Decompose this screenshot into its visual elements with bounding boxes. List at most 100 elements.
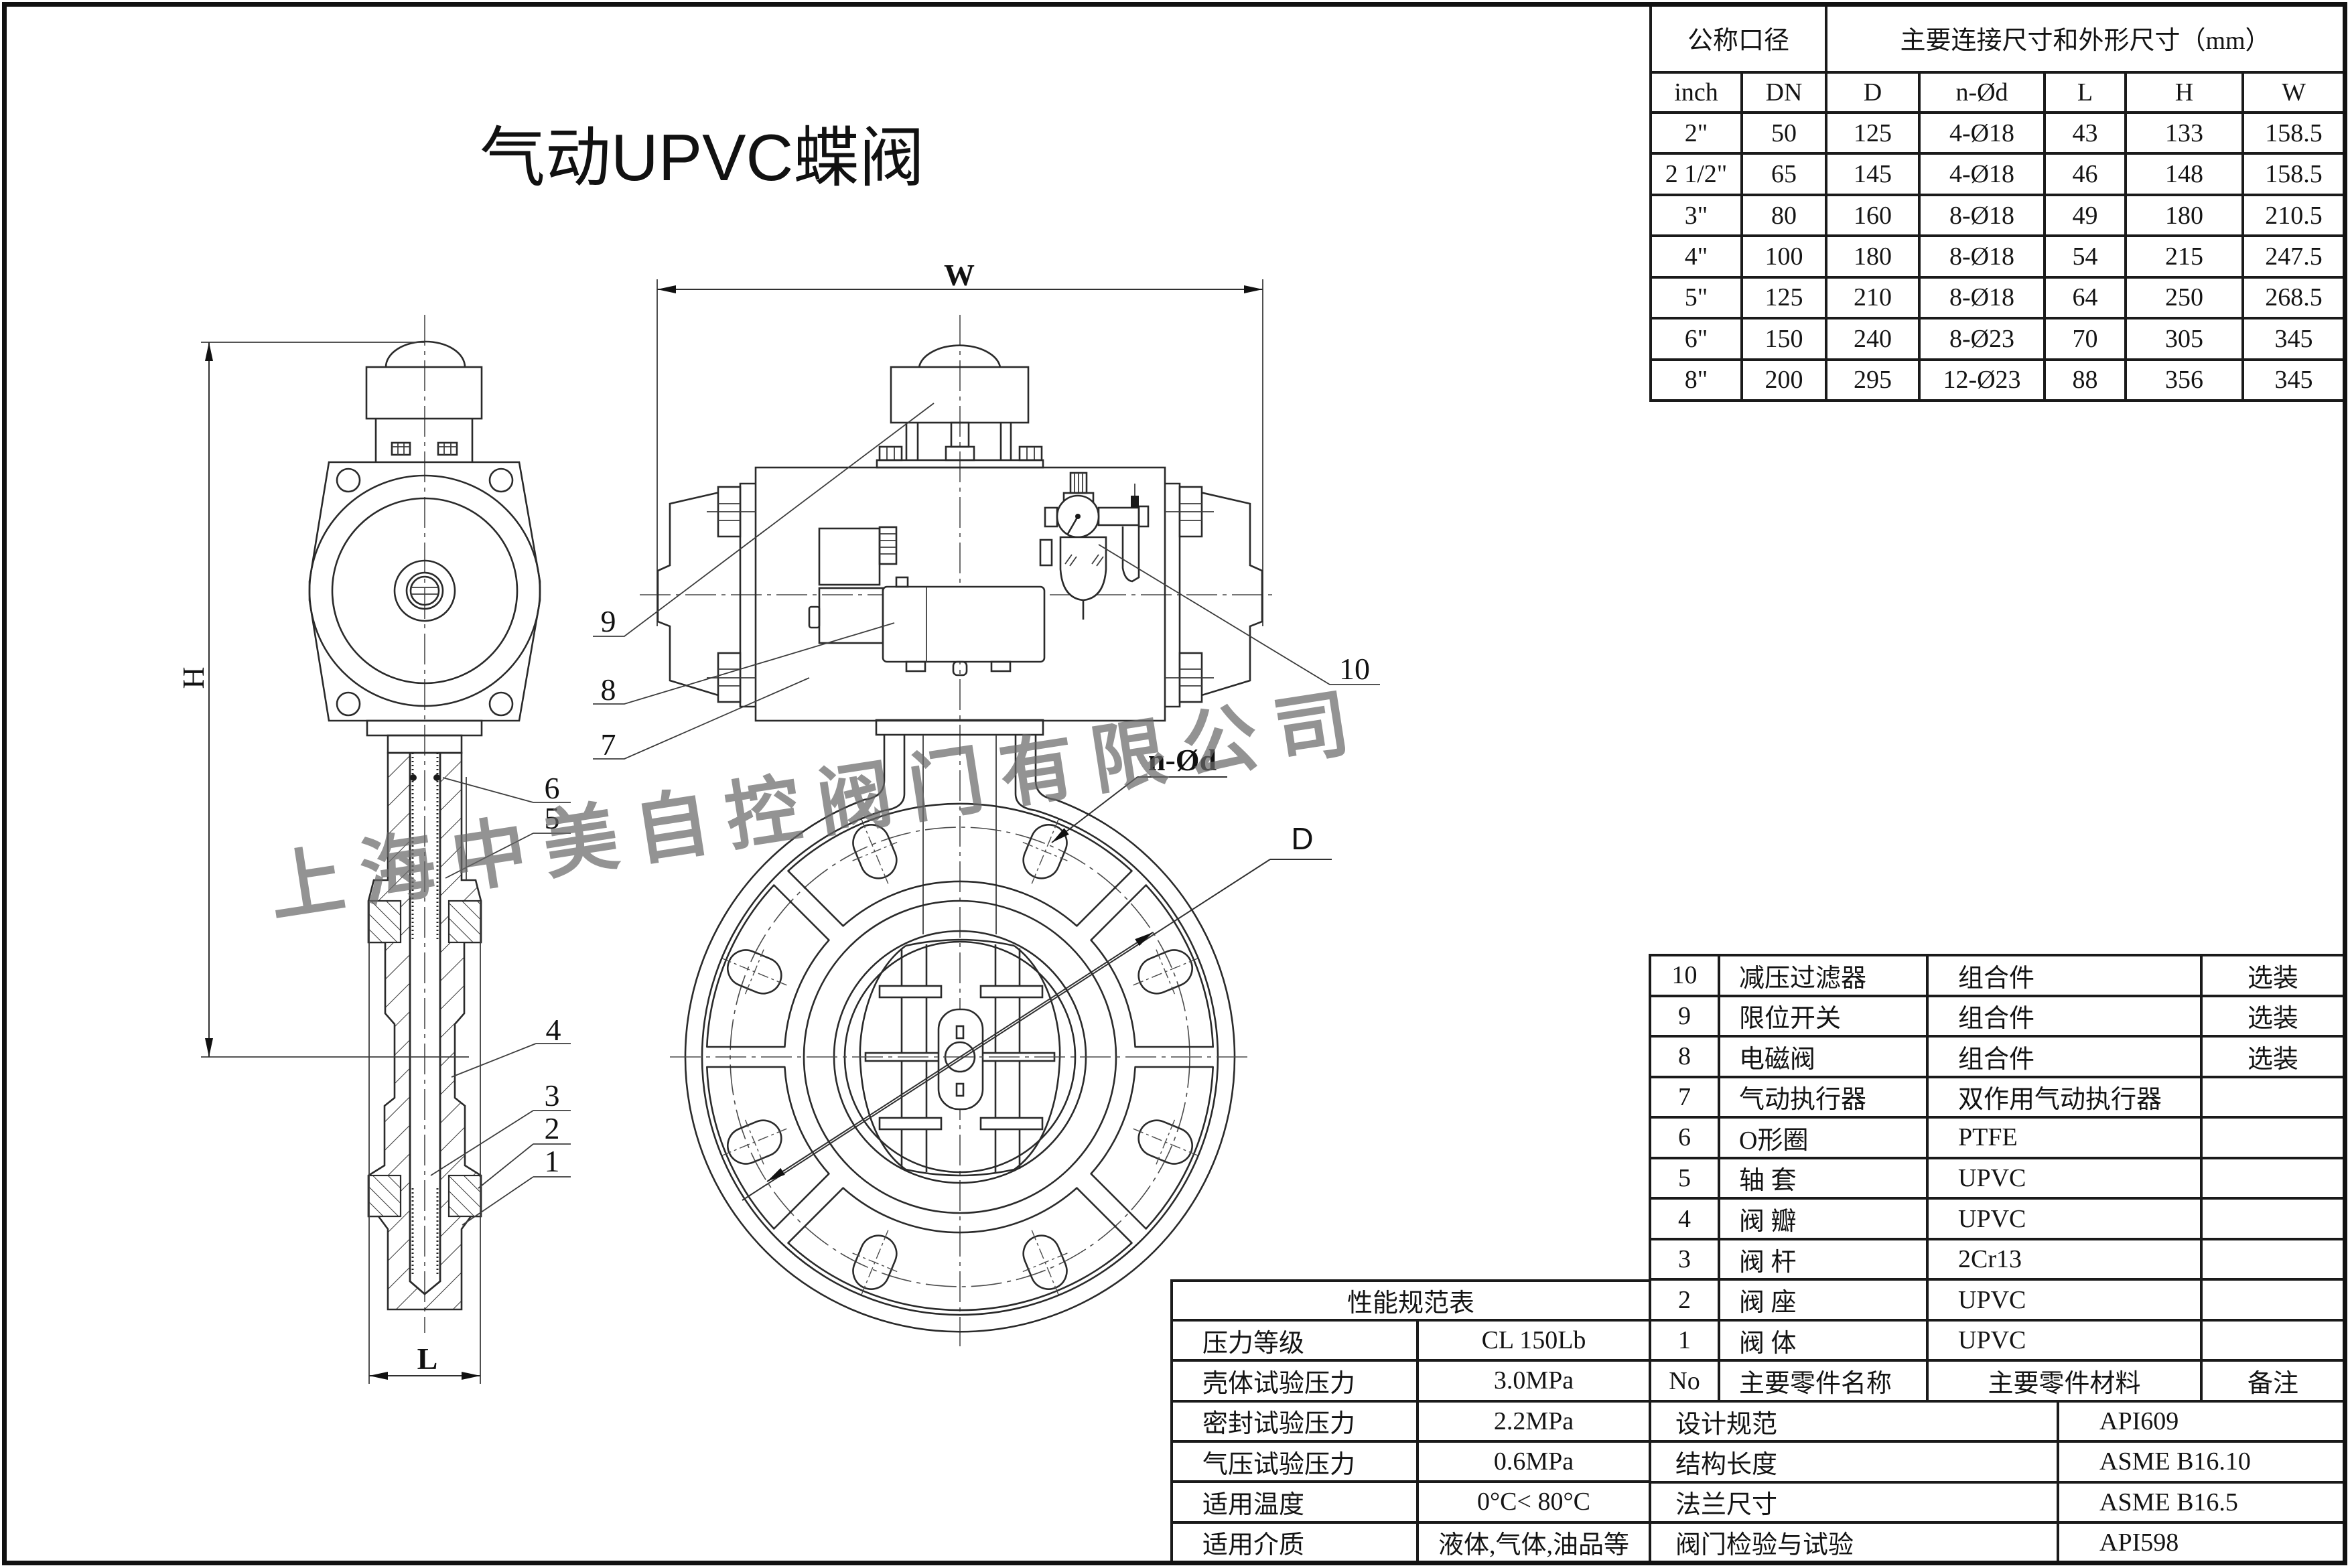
- cell-w: 158.5: [2244, 114, 2346, 155]
- flange-pocket: [706, 1066, 830, 1230]
- leader-line: [462, 1176, 571, 1226]
- part-name: 阀 体: [1720, 1321, 1929, 1362]
- cell-dn: 65: [1743, 155, 1827, 196]
- dimension-l: L: [368, 901, 481, 1384]
- cell-bolt-holes: 8-Ø18: [1921, 196, 2046, 238]
- part-no: 4: [1651, 1200, 1720, 1240]
- mounting-hole: [488, 468, 514, 493]
- column-header-dn: DN: [1743, 74, 1827, 114]
- parts-header-remark: 备注: [2203, 1362, 2346, 1403]
- dimension-label-d: D: [1291, 821, 1313, 856]
- bolt-hole-slot: [1022, 1230, 1068, 1295]
- leader-line: [593, 677, 810, 760]
- cell-dn: 150: [1743, 319, 1827, 361]
- cell-dn: 100: [1743, 237, 1827, 279]
- cell-w: 210.5: [2244, 196, 2346, 238]
- upper-seat-ring-right: [447, 900, 482, 944]
- side-view: H L 6 5 4 3 2: [176, 315, 571, 1384]
- cell-w: 247.5: [2244, 237, 2346, 279]
- cell-w: 345: [2244, 360, 2346, 402]
- flange-outer-rim: [684, 798, 1236, 1333]
- part-material: 双作用气动执行器: [1929, 1078, 2203, 1119]
- part-material: UPVC: [1929, 1200, 2203, 1240]
- leader-line: [593, 403, 935, 637]
- bolt-hole-slot: [852, 818, 898, 884]
- limit-switch-housing: [365, 366, 483, 420]
- manual-override-knob: [808, 605, 821, 629]
- balloon-4: 4: [451, 1013, 571, 1078]
- standard-label: 结构长度: [1651, 1443, 2059, 1484]
- disc-bar: [878, 985, 943, 999]
- header-main-dimensions: 主要连接尺寸和外形尺寸（mm）: [1827, 5, 2346, 74]
- part-name: 气动执行器: [1720, 1078, 1929, 1119]
- filter-regulator: [1039, 472, 1150, 620]
- balloon-label: 3: [545, 1078, 560, 1113]
- part-remark-empty: [2203, 1200, 2346, 1240]
- actuator-end-cap-outer: [308, 474, 541, 707]
- part-material: 组合件: [1929, 1038, 2203, 1078]
- exhaust-port: [905, 660, 926, 672]
- bracket-bolt: [391, 441, 411, 456]
- bracket-bolt: [878, 445, 903, 461]
- cell-bolt-holes: 4-Ø18: [1921, 114, 2046, 155]
- column-header-l: L: [2046, 74, 2127, 114]
- cell-h: 180: [2127, 196, 2244, 238]
- part-remark: 选装: [2203, 997, 2346, 1038]
- performance-value: CL 150Lb: [1419, 1322, 1651, 1362]
- balloon-8: 8: [593, 622, 895, 707]
- part-remark-empty: [2203, 1159, 2346, 1200]
- body-neck-outer: [863, 735, 1056, 801]
- bolt-hole-centerline: [852, 1253, 898, 1273]
- performance-table-title: 性能规范表: [1173, 1282, 1651, 1322]
- balloon-label: 6: [545, 771, 560, 805]
- balloon-label: 1: [545, 1144, 560, 1178]
- dimension-label-h: H: [176, 666, 210, 689]
- cell-h: 356: [2127, 360, 2244, 402]
- cell-w: 345: [2244, 319, 2346, 361]
- mounting-hole: [488, 691, 514, 717]
- leader-line: [445, 833, 571, 879]
- standard-label: 阀门检验与试验: [1651, 1523, 2059, 1564]
- performance-label: 壳体试验压力: [1173, 1362, 1419, 1403]
- balloon-3: 3: [430, 1078, 571, 1176]
- leader-line: [478, 1143, 571, 1189]
- bolt-hole-slot: [1022, 818, 1068, 884]
- bolt-hole-centerline: [852, 841, 898, 861]
- part-name: 阀 杆: [1720, 1240, 1929, 1281]
- leader-line: [451, 1043, 571, 1078]
- dimension-bolt-holes: n-Ød: [1051, 743, 1227, 843]
- balloon-5: 5: [445, 801, 571, 879]
- flange-pocket: [787, 1187, 1133, 1311]
- cell-bolt-holes: 8-Ø18: [1921, 278, 2046, 320]
- performance-table: 性能规范表 压力等级 CL 150Lb 壳体试验压力 3.0MPa 密封试验压力…: [1170, 1279, 1651, 1564]
- cell-h: 215: [2127, 237, 2244, 279]
- cell-l: 88: [2046, 360, 2127, 402]
- performance-label: 适用温度: [1173, 1483, 1419, 1524]
- o-ring: [410, 774, 417, 781]
- part-no: 5: [1651, 1159, 1720, 1200]
- balloon-label: 8: [601, 672, 616, 707]
- dimension-w: W: [656, 258, 1263, 626]
- switch-bracket: [905, 423, 1012, 460]
- bolt-hole-slot: [1133, 1119, 1198, 1165]
- balloon-7: 7: [593, 677, 810, 762]
- flange-pockets: [706, 802, 1214, 1311]
- cell-inch: 5": [1652, 278, 1743, 320]
- mounting-hole: [336, 691, 361, 717]
- regulator-outlet-pipe: [1097, 506, 1140, 526]
- part-material: 2Cr13: [1929, 1240, 2203, 1281]
- disc-bar: [878, 1117, 943, 1131]
- drive-shaft-boss: [393, 559, 456, 622]
- cell-bolt-holes: 4-Ø18: [1921, 155, 2046, 196]
- leader-line: [593, 622, 895, 705]
- solenoid-connector: [818, 527, 881, 586]
- cell-d: 160: [1827, 196, 1921, 238]
- cell-w: 268.5: [2244, 278, 2346, 320]
- drive-shaft-outer: [405, 571, 444, 610]
- performance-label: 压力等级: [1173, 1322, 1419, 1362]
- bolt-hole-slot: [721, 1119, 787, 1165]
- solenoid-valve: [808, 526, 1046, 676]
- gauge-needle: [1066, 516, 1079, 534]
- part-name: 限位开关: [1720, 997, 1929, 1038]
- part-remark-empty: [2203, 1321, 2346, 1362]
